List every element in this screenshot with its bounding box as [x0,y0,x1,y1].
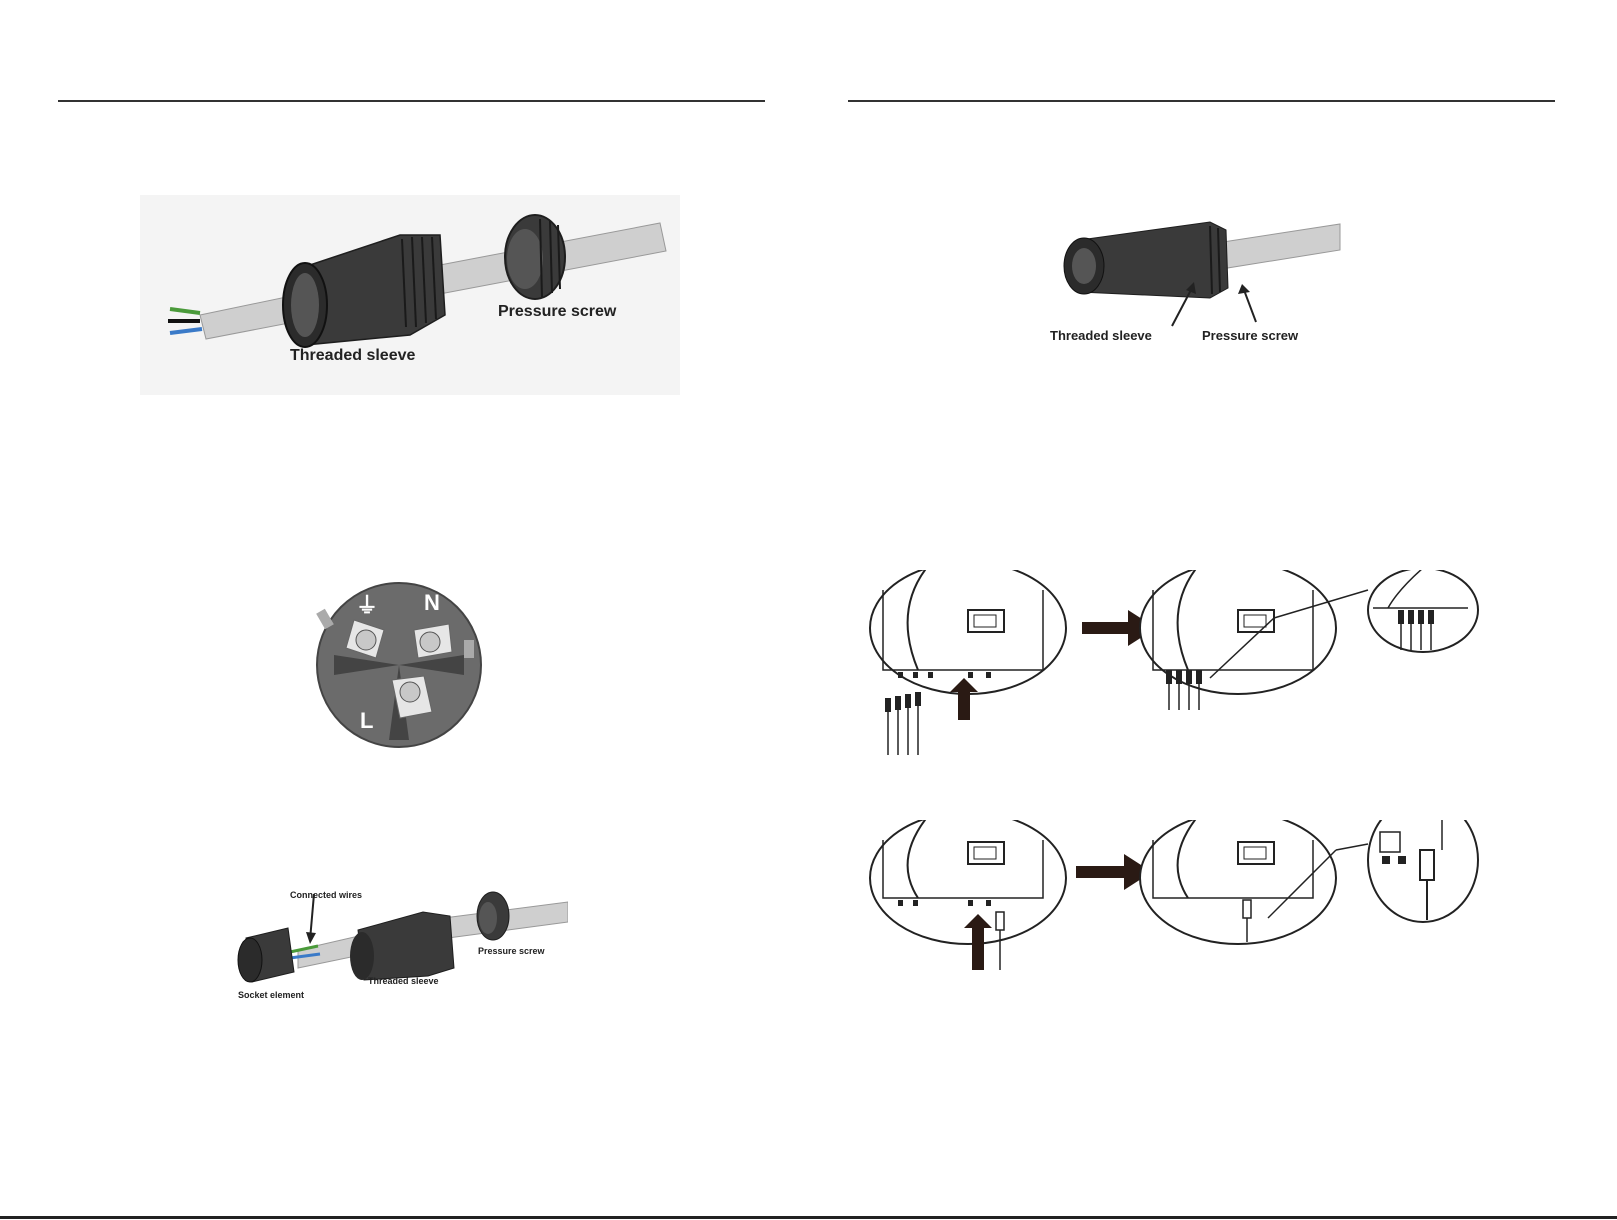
figure-assembled-connector: Threaded sleeve Pressure screw [1050,210,1350,360]
label-pressure-screw: Pressure screw [478,946,545,956]
zoom-leader [1336,844,1368,850]
inverter-view-before [870,820,1066,970]
pin-l-label: L [360,708,373,734]
cable-preparation-drawing [140,195,680,395]
label-socket-element: Socket element [238,990,304,1000]
manual-page-right: Threaded sleeve Pressure screw [808,0,1617,1220]
socket-element [238,928,294,982]
sleeve-inner [291,273,319,337]
pressure-screw-inner [507,229,543,289]
label-pressure-screw: Pressure screw [498,303,616,321]
cable [1210,224,1340,270]
threaded-sleeve [350,912,454,980]
inverter-view-after [1140,570,1336,710]
figure-socket-pins: ⏚ N L [314,580,484,750]
figure-ac-insertion [868,820,1568,970]
figure-dc-insertion [868,570,1568,760]
dc-insertion-drawing [868,570,1568,760]
pressure-screw [477,892,509,940]
figure-cable-preparation: Threaded sleeve Pressure screw [140,195,680,395]
manual-page-left: Threaded sleeve Pressure screw ⏚ N L [0,0,800,1220]
pin-n [414,624,452,658]
pin-n-label: N [424,590,440,616]
socket-latch-right [464,640,474,658]
label-connected-wires: Connected wires [290,890,362,900]
label-threaded-sleeve: Threaded sleeve [1050,328,1152,343]
inverter-view-before [870,570,1066,755]
header-rule [58,100,765,102]
label-threaded-sleeve: Threaded sleeve [368,976,439,986]
zoom-detail [1368,820,1478,922]
figure-assembly: Connected wires Socket element Threaded … [228,880,568,1020]
assembled-body [1064,222,1228,298]
inverter-view-after [1140,820,1336,944]
pin-earth-symbol: ⏚ [356,588,378,620]
header-rule [848,100,1555,102]
ac-insertion-drawing [868,820,1568,970]
label-pressure-screw: Pressure screw [1202,328,1298,343]
zoom-detail [1368,570,1478,652]
pointer-pressure-screw [1244,290,1256,322]
label-threaded-sleeve: Threaded sleeve [290,347,415,365]
socket-face-drawing [314,580,484,750]
